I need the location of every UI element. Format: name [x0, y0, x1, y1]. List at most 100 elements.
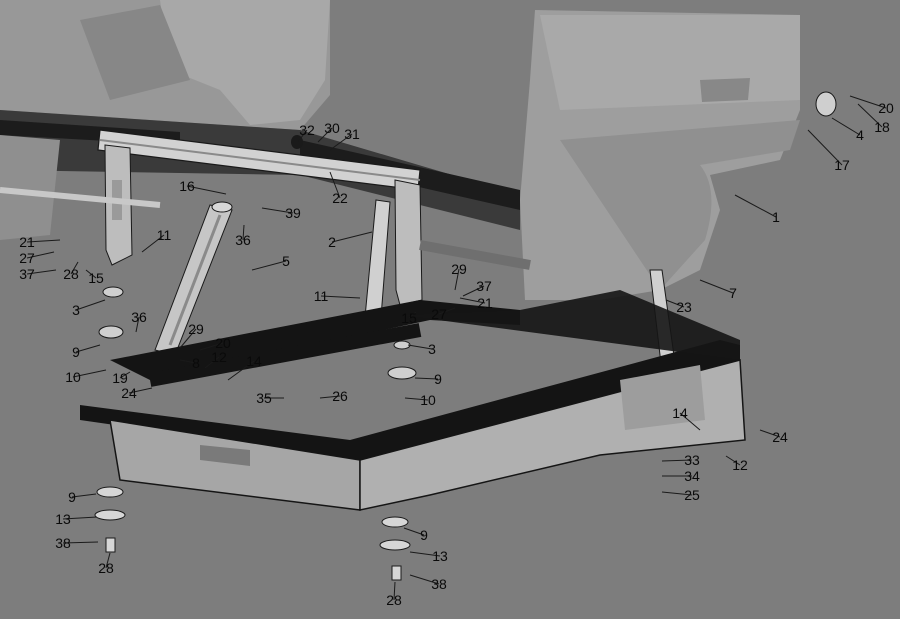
leader-line-29	[454, 268, 460, 291]
leader-line-27	[26, 251, 55, 259]
chassis-frame	[80, 290, 746, 511]
callout-label-27: 27	[19, 250, 35, 266]
leader-line-2	[331, 231, 373, 243]
leader-line-8	[179, 359, 197, 364]
leader-line-38	[62, 541, 99, 544]
callout-label-31: 31	[344, 126, 360, 142]
leader-line-39	[261, 207, 294, 214]
callout-label-28: 28	[63, 266, 79, 282]
leader-line-26	[319, 395, 341, 399]
leader-line-14	[227, 360, 255, 381]
callout-label-20: 20	[215, 335, 231, 351]
leader-line-23	[665, 299, 685, 308]
leader-line-36	[242, 224, 245, 241]
callout-label-15: 15	[88, 270, 104, 286]
leader-line-12	[725, 455, 741, 466]
callout-label-17: 17	[834, 157, 850, 173]
leader-line-28	[393, 581, 396, 601]
callout-label-24: 24	[121, 385, 137, 401]
callout-label-34: 34	[684, 468, 700, 484]
callout-label-36: 36	[131, 309, 147, 325]
leader-line-37	[462, 285, 485, 297]
leader-line-24	[759, 429, 781, 438]
leader-line-11	[320, 295, 361, 299]
leader-line-5	[251, 260, 287, 271]
callout-label-23: 23	[676, 299, 692, 315]
leader-line-14	[679, 412, 701, 431]
leader-line-4	[831, 117, 861, 136]
mount-cushions	[94, 91, 837, 581]
leader-line-22	[329, 171, 341, 199]
leader-line-9	[414, 377, 439, 380]
leader-line-32	[296, 129, 308, 144]
bracket-left	[0, 144, 161, 266]
leader-line-20	[199, 342, 224, 351]
callout-label-30: 30	[324, 120, 340, 136]
callout-label-10: 10	[65, 369, 81, 385]
callout-label-29: 29	[188, 321, 204, 337]
leader-line-3	[75, 299, 106, 311]
leader-line-15	[408, 311, 417, 319]
cab-panel	[520, 10, 800, 300]
leader-line-29	[179, 328, 197, 349]
callout-label-11: 11	[157, 227, 172, 243]
callout-label-36: 36	[235, 232, 251, 248]
callout-label-37: 37	[19, 266, 35, 282]
callout-label-33: 33	[684, 452, 700, 468]
callout-label-38: 38	[55, 535, 71, 551]
callout-label-8: 8	[192, 355, 200, 371]
leader-line-24	[128, 387, 153, 394]
leader-line-17	[807, 129, 843, 166]
leader-line-11	[141, 234, 165, 253]
leader-line-19	[119, 371, 131, 379]
leader-line-33	[661, 459, 693, 462]
callout-labels: 1233457899991010111112121313141415151617…	[19, 100, 894, 608]
leader-line-15	[85, 269, 97, 279]
leader-line-21	[459, 297, 486, 304]
callout-label-13: 13	[432, 548, 448, 564]
callout-label-35: 35	[256, 390, 272, 406]
callout-label-18: 18	[874, 119, 890, 135]
callout-label-21: 21	[19, 234, 35, 250]
leader-line-27	[438, 307, 456, 315]
callout-label-19: 19	[112, 370, 128, 386]
callout-label-25: 25	[684, 487, 700, 503]
callout-label-9: 9	[434, 371, 442, 387]
leader-line-25	[661, 491, 693, 496]
callout-label-12: 12	[732, 457, 748, 473]
callout-label-29: 29	[451, 261, 467, 277]
leader-line-36	[135, 316, 140, 333]
callout-label-11: 11	[314, 288, 329, 304]
callout-label-14: 14	[246, 353, 262, 369]
leader-line-9	[75, 344, 101, 353]
callout-label-16: 16	[179, 178, 195, 194]
callout-label-10: 10	[420, 392, 436, 408]
leader-line-9	[403, 527, 425, 536]
callout-label-28: 28	[386, 592, 402, 608]
leader-line-38	[409, 574, 440, 585]
callout-label-26: 26	[332, 388, 348, 404]
callout-label-22: 22	[332, 190, 348, 206]
callout-label-21: 21	[477, 295, 493, 311]
callout-label-37: 37	[476, 278, 492, 294]
callout-label-15: 15	[401, 310, 417, 326]
callout-label-32: 32	[299, 122, 315, 138]
leader-line-10	[72, 369, 107, 378]
callout-label-3: 3	[72, 302, 80, 318]
leader-line-9	[71, 493, 97, 498]
callout-label-13: 13	[55, 511, 71, 527]
callout-label-28: 28	[98, 560, 114, 576]
callout-label-9: 9	[72, 344, 80, 360]
callout-label-9: 9	[68, 489, 76, 505]
callout-label-4: 4	[856, 127, 864, 143]
leader-line-1	[734, 194, 777, 218]
callout-label-3: 3	[428, 341, 436, 357]
leader-line-28	[70, 261, 79, 275]
callout-label-24: 24	[772, 429, 788, 445]
callout-label-2: 2	[328, 234, 336, 250]
callout-label-27: 27	[431, 306, 447, 322]
callout-label-9: 9	[420, 527, 428, 543]
leader-line-20	[849, 95, 887, 109]
